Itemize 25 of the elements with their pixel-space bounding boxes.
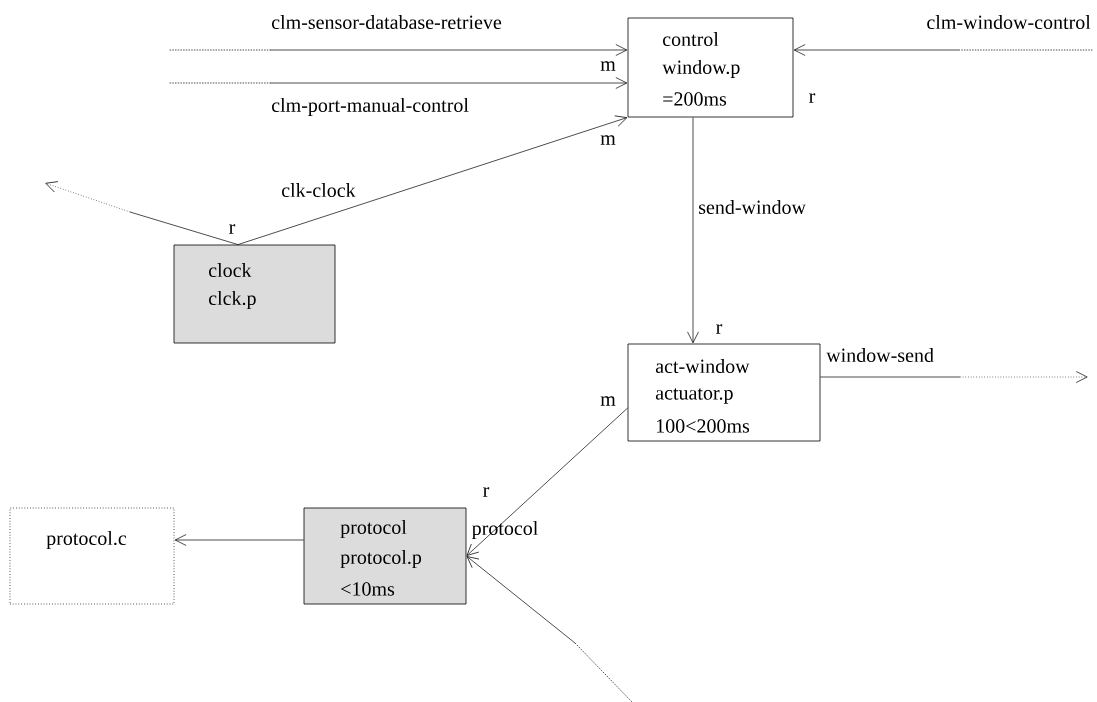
process-box: protocol protocol.p <10ms xyxy=(303,507,467,605)
process-box: clock clck.p xyxy=(173,244,336,344)
arrow xyxy=(466,407,628,556)
arrow xyxy=(237,115,628,245)
edge-label: clk-clock xyxy=(280,181,357,199)
process-box: act-window actuator.p 100<200ms xyxy=(627,343,821,442)
port-letter: r xyxy=(229,224,236,234)
arrow xyxy=(466,556,633,702)
port-letter: r xyxy=(483,487,490,497)
dotted-box: protocol.c xyxy=(9,507,175,605)
arrow xyxy=(174,534,304,546)
edge-label: clm-port-manual-control xyxy=(270,96,470,118)
process-box: control window.p =200ms xyxy=(627,17,794,118)
edge-label: send-window xyxy=(697,198,807,216)
arrow xyxy=(169,44,628,56)
edge-label: clm-window-control xyxy=(925,13,1092,31)
port-letter: m xyxy=(600,61,616,71)
edge-label: clm-sensor-database-retrieve xyxy=(270,13,503,31)
edge-label: window-send xyxy=(825,346,935,364)
arrow xyxy=(793,44,1093,56)
port-letter: m xyxy=(600,396,616,406)
port-letter: m xyxy=(600,135,616,145)
message-label: protocol xyxy=(472,520,538,540)
arrow xyxy=(169,77,628,89)
arrow xyxy=(687,117,699,344)
